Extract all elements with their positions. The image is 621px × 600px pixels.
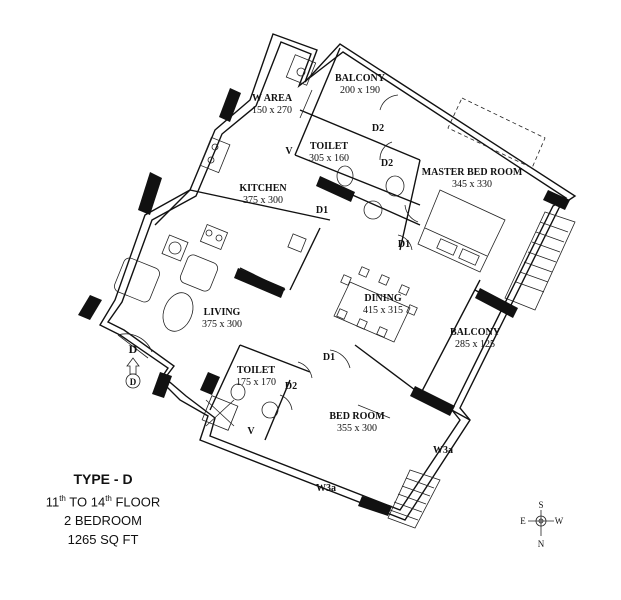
w-area-dim: 150 x 270 (252, 105, 292, 116)
unit-area: 1265 SQ FT (67, 532, 139, 548)
balcony-right-dim: 285 x 125 (455, 339, 495, 350)
tag-d2-toilet-top: D2 (381, 158, 393, 169)
tag-v-top: V (285, 146, 293, 157)
living-name: LIVING (204, 307, 241, 318)
kitchen-dim: 375 x 300 (243, 195, 283, 206)
tag-d1-bed: D1 (323, 352, 335, 363)
compass-icon: S E W N (520, 500, 564, 549)
bed-room-name: BED ROOM (329, 411, 385, 422)
kitchen-name: KITCHEN (239, 183, 287, 194)
tag-d1-toilet: D1 (316, 205, 328, 216)
tag-w3a-right: W3a (433, 445, 453, 456)
entrance-arrow-icon: D (125, 357, 141, 389)
balcony-top-name: BALCONY (335, 73, 386, 84)
floor-to: 14 (90, 494, 106, 510)
room-labels: W AREA 150 x 270 BALCONY 200 x 190 TOILE… (202, 73, 523, 434)
toilet-bottom-name: TOILET (237, 365, 275, 376)
tag-d-main: D (129, 342, 138, 356)
master-bed-name: MASTER BED ROOM (422, 167, 523, 178)
tag-d1-master: D1 (398, 239, 410, 250)
balcony-projection (447, 97, 546, 169)
fixtures (114, 54, 506, 431)
toilet-top-dim: 305 x 160 (309, 153, 349, 164)
tag-v-bottom: V (247, 426, 255, 437)
unit-type: TYPE - D (73, 471, 133, 487)
toilet-top-name: TOILET (310, 141, 348, 152)
dining-dim: 415 x 315 (363, 305, 403, 316)
toilet-bottom-dim: 175 x 170 (236, 377, 276, 388)
compass-w: W (555, 516, 564, 526)
door-swings (117, 94, 419, 411)
wall-blocks (78, 88, 570, 516)
tag-d-main-circle: D (130, 377, 137, 387)
dining-name: DINING (364, 293, 401, 304)
compass-n: N (538, 539, 545, 549)
balcony-right-name: BALCONY (450, 327, 501, 338)
floor-range: 11th TO 14th FLOOR (28, 489, 178, 511)
unit-info: TYPE - D 11th TO 14th FLOOR 2 BEDROOM 12… (28, 470, 178, 549)
floor-to-word: TO (69, 494, 88, 510)
tag-d2-balcony: D2 (372, 123, 384, 134)
bed-room-dim: 355 x 300 (337, 423, 377, 434)
door-tags: D2 D2 D1 D1 D1 D2 D V V W3a W3a (129, 123, 453, 494)
grill-right (504, 211, 576, 311)
floor-suffix: FLOOR (115, 494, 161, 510)
bedroom-count: 2 BEDROOM (63, 513, 142, 529)
compass-e: E (520, 516, 526, 526)
floor-from-sup: th (59, 494, 66, 503)
tag-w3a-bottom: W3a (316, 483, 336, 494)
balcony-top-dim: 200 x 190 (340, 85, 380, 96)
outer-walls (99, 33, 577, 521)
living-dim: 375 x 300 (202, 319, 242, 330)
w-area-name: W AREA (252, 93, 293, 104)
compass-s: S (538, 500, 543, 510)
master-bed-dim: 345 x 330 (452, 179, 492, 190)
grill-bottom (387, 469, 441, 529)
floor-from: 11 (45, 494, 60, 510)
floor-to-sup: th (105, 494, 112, 503)
tag-d2-toilet-bottom: D2 (285, 381, 297, 392)
